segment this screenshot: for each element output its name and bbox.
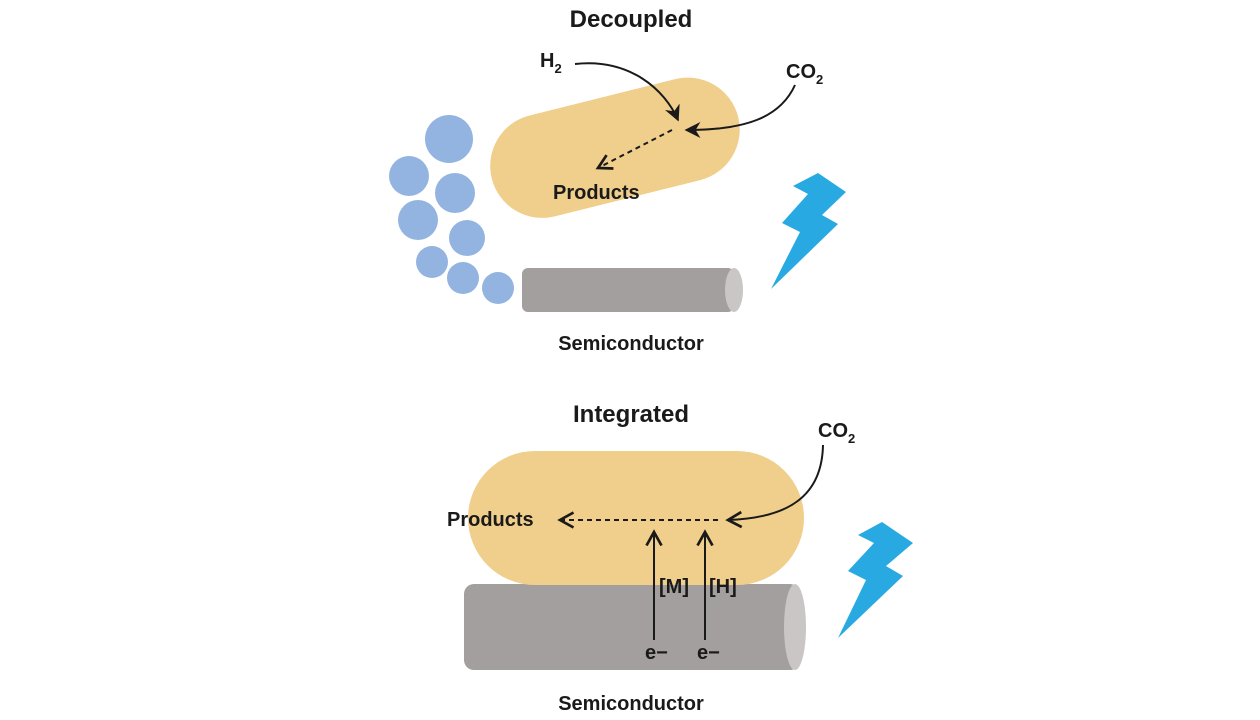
semiconductor-label: Semiconductor (558, 333, 704, 355)
integrated-title: Integrated (573, 401, 689, 428)
h2-label: H2 (540, 50, 562, 76)
semiconductor-label: Semiconductor (558, 693, 704, 715)
bubble (425, 115, 473, 163)
mediator-m-label: [M] (659, 576, 689, 598)
integrated-panel: Integrated CO2 Products [M] [H] e− e− Se… (447, 401, 913, 715)
bubble (447, 262, 479, 294)
co2-arrow (725, 444, 824, 529)
decoupled-panel: Decoupled H2 CO2 Products (389, 6, 846, 355)
co2-label: CO2 (786, 61, 823, 87)
bubble (482, 272, 514, 304)
products-label: Products (447, 509, 534, 531)
microbe-cell (468, 451, 804, 585)
semiconductor-rod (522, 268, 743, 312)
lightning-icon (771, 173, 846, 289)
lightning-icon (838, 522, 913, 638)
hydrogen-bubbles (389, 115, 514, 304)
products-label: Products (553, 182, 640, 204)
bubble (389, 156, 429, 196)
mediator-h-label: [H] (709, 576, 737, 598)
co2-label: CO2 (818, 420, 855, 446)
bubble (398, 200, 438, 240)
bubble (416, 246, 448, 278)
microbe-cell (490, 77, 740, 218)
h2-arrow (574, 62, 680, 122)
bubble (435, 173, 475, 213)
products-dashed-arrow (595, 129, 673, 170)
electron-label: e− (645, 642, 668, 664)
semiconductor-rod (464, 584, 806, 670)
bubble (449, 220, 485, 256)
decoupled-title: Decoupled (570, 6, 693, 33)
co2-arrow (684, 84, 796, 138)
electron-label: e− (697, 642, 720, 664)
